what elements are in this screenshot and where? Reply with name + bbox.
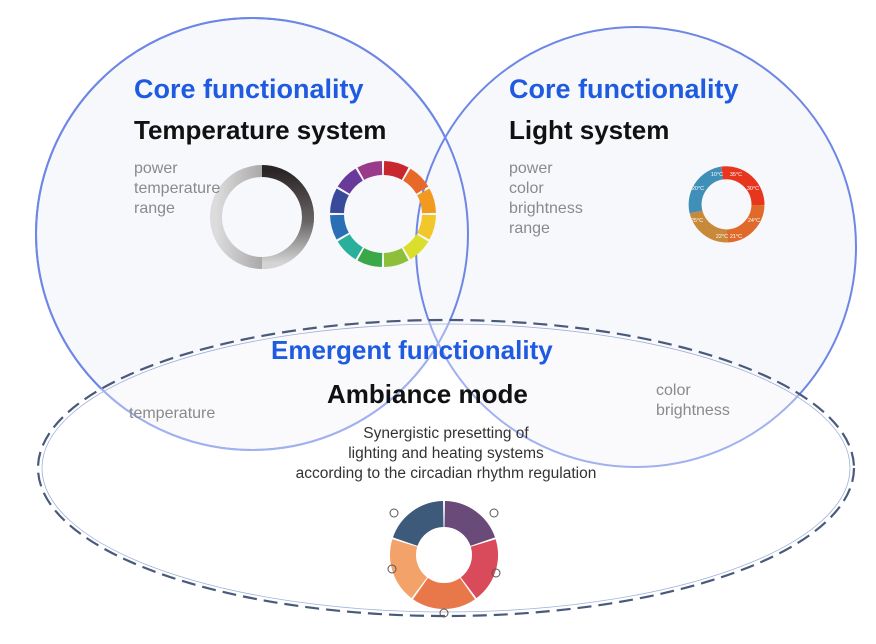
temperature-system-title: Temperature system bbox=[134, 115, 387, 145]
ambiance-wheel-center bbox=[418, 529, 470, 581]
emergent-ellipse-inner-line bbox=[41, 323, 851, 613]
color-wheel-segment bbox=[416, 188, 436, 214]
sun-icon bbox=[489, 508, 499, 518]
color-wheel-segment bbox=[402, 168, 429, 195]
color-wheel-segment bbox=[416, 214, 436, 240]
sun-icon bbox=[491, 568, 501, 578]
attr-brightness: brightness bbox=[656, 402, 730, 419]
ambiance-wheel-segment bbox=[413, 577, 475, 609]
dial-label: 35°C bbox=[730, 172, 742, 178]
color-wheel-segment bbox=[337, 168, 364, 195]
dial-label: 10°C bbox=[711, 172, 723, 178]
dial-label: 30°C bbox=[747, 186, 759, 192]
ambiance-wheel-segment bbox=[443, 501, 496, 547]
ambiance-wheel-inner-ring bbox=[416, 527, 472, 583]
dial-label: 25°C bbox=[691, 218, 703, 224]
attr-power: power bbox=[509, 160, 553, 177]
attr-brightness: brightness bbox=[509, 200, 583, 217]
sun-icon bbox=[387, 564, 397, 574]
ambiance-right-attributes: color brightness bbox=[656, 381, 730, 421]
temperature-ring-icon bbox=[210, 165, 314, 269]
dial-label: 22°C bbox=[716, 234, 728, 240]
ambiance-wheel-icon bbox=[387, 501, 501, 618]
temperature-core-heading: Core functionality bbox=[134, 74, 364, 104]
ambiance-wheel-segment bbox=[392, 501, 445, 547]
desc-line-2: lighting and heating systems bbox=[348, 445, 544, 462]
temperature-system-outline bbox=[35, 17, 469, 451]
ambiance-wheel-segment bbox=[390, 539, 428, 599]
attr-temperature: temperature bbox=[134, 180, 221, 197]
color-wheel-segment bbox=[330, 214, 350, 240]
color-wheel-segment bbox=[357, 247, 383, 267]
color-wheel-segment bbox=[330, 188, 350, 214]
sun-icon bbox=[389, 508, 399, 518]
ambiance-mode-title: Ambiance mode bbox=[327, 379, 528, 409]
color-wheel-segment bbox=[383, 247, 409, 267]
attr-range: range bbox=[134, 200, 175, 217]
ambiance-description: Synergistic presetting of lighting and h… bbox=[246, 424, 646, 484]
attr-color: color bbox=[656, 382, 691, 399]
dial-label: 20°C bbox=[692, 186, 704, 192]
color-wheel-segment bbox=[402, 233, 429, 260]
ambiance-attr-temperature: temperature bbox=[129, 405, 216, 422]
light-attributes: power color brightness range bbox=[509, 159, 583, 239]
attr-range: range bbox=[509, 220, 550, 237]
desc-line-1: Synergistic presetting of bbox=[363, 425, 529, 442]
light-system-title: Light system bbox=[509, 115, 670, 145]
color-wheel-segment bbox=[357, 161, 383, 181]
attr-power: power bbox=[134, 160, 178, 177]
dial-label: 24°C bbox=[748, 218, 760, 224]
temperature-attributes: power temperature range bbox=[134, 159, 220, 219]
emergent-heading: Emergent functionality bbox=[271, 335, 553, 365]
color-wheel-segment bbox=[383, 161, 409, 181]
dial-label: 21°C bbox=[730, 234, 742, 240]
light-core-heading: Core functionality bbox=[509, 74, 739, 104]
attr-color: color bbox=[509, 180, 544, 197]
color-wheel-icon bbox=[330, 161, 436, 267]
emergent-functionality-ellipse bbox=[36, 318, 856, 618]
sun-icon bbox=[439, 608, 449, 618]
desc-line-3: according to the circadian rhythm regula… bbox=[295, 465, 597, 482]
ambiance-wheel-segment bbox=[460, 539, 498, 599]
color-wheel-segment bbox=[337, 233, 364, 260]
